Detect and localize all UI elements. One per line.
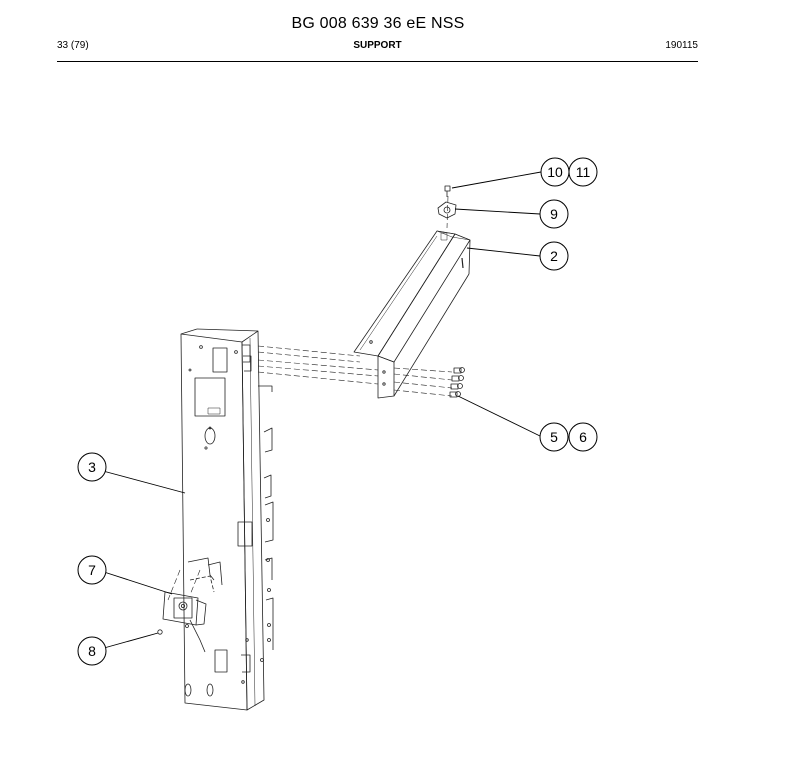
section-title: SUPPORT xyxy=(353,40,402,51)
callouts: 10 11 9 2 5 6 3 7 xyxy=(77,157,598,666)
leader-lines xyxy=(102,171,542,649)
callout-5: 5 xyxy=(539,422,569,452)
callout-7-label: 7 xyxy=(88,562,96,578)
callout-2: 2 xyxy=(539,241,569,271)
callout-2-label: 2 xyxy=(550,248,558,264)
callout-11: 11 xyxy=(568,157,598,187)
document-code: 190115 xyxy=(665,40,698,51)
horizontal-support-arm xyxy=(353,230,471,399)
callout-10-label: 10 xyxy=(547,164,563,180)
page-number: 33 (79) xyxy=(57,40,89,51)
callout-8: 8 xyxy=(77,636,107,666)
callout-6: 6 xyxy=(568,422,598,452)
callout-10: 10 xyxy=(540,157,570,187)
lower-bracket xyxy=(157,575,215,635)
callout-3-label: 3 xyxy=(88,459,96,475)
callout-3: 3 xyxy=(77,452,107,482)
callout-5-label: 5 xyxy=(550,429,558,445)
assembly-lines xyxy=(167,195,453,601)
page-header: 33 (79) SUPPORT 190115 xyxy=(57,40,698,56)
top-clamp xyxy=(437,185,457,219)
callout-8-label: 8 xyxy=(88,643,96,659)
header-rule xyxy=(57,61,698,62)
callout-9-label: 9 xyxy=(550,206,558,222)
callout-11-label: 11 xyxy=(576,164,591,180)
callout-7: 7 xyxy=(77,555,107,585)
vertical-support-plate xyxy=(180,328,274,711)
callout-9: 9 xyxy=(539,199,569,229)
callout-6-label: 6 xyxy=(579,429,587,445)
document-title: BG 008 639 36 eE NSS xyxy=(291,15,465,32)
bolt-set xyxy=(449,367,465,398)
